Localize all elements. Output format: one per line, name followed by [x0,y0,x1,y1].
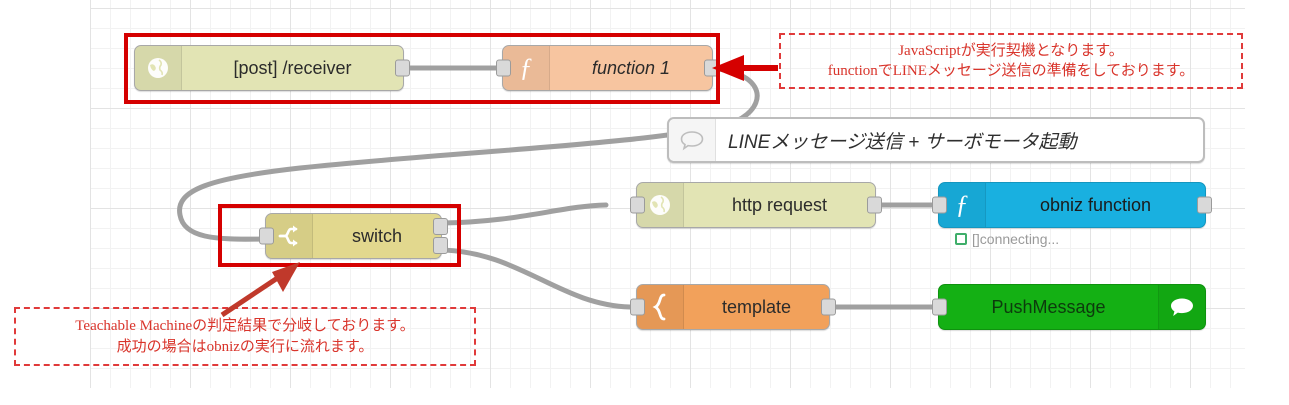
input-port[interactable] [496,59,511,77]
annotation-top-right: JavaScriptが実行契機となります。 functionでLINEメッセージ… [779,33,1243,89]
input-port[interactable] [932,298,947,316]
arrow-to-switch [220,262,300,318]
curly-brace-icon [637,285,684,329]
input-port[interactable] [630,196,645,214]
annotation-line-1: JavaScriptが実行契機となります。 [898,42,1124,59]
node-http-request[interactable]: http request [630,182,882,228]
annotation-line-1: Teachable Machineの判定結果で分岐しております。 [75,318,415,335]
highlight-box-switch [218,204,461,267]
node-label: function 1 [591,57,671,78]
obniz-status: []connecting... [955,231,1059,247]
output-port-1[interactable] [433,218,448,235]
annotation-line-2: functionでLINEメッセージ送信の準備をしております。 [827,63,1195,79]
status-text: []connecting... [972,231,1060,247]
wire-switch-template [439,247,633,310]
node-label: template [721,296,792,317]
output-port[interactable] [395,59,410,77]
node-function-1[interactable]: ƒ function 1 [496,45,719,91]
node-template[interactable]: template [630,284,836,330]
input-port[interactable] [630,298,645,316]
output-port[interactable] [821,298,836,316]
node-push-message[interactable]: PushMessage [932,284,1206,330]
output-port-2[interactable] [433,237,448,254]
output-port[interactable] [1197,196,1212,214]
arrow-to-function [712,55,778,81]
node-label: switch [351,225,402,246]
input-port[interactable] [259,227,274,245]
node-switch[interactable]: switch [259,213,448,259]
node-label: LINEメッセージ送信 + サーボモータ起動 [728,131,1077,153]
node-comment[interactable]: LINEメッセージ送信 + サーボモータ起動 [667,117,1205,163]
node-label: http request [731,194,828,215]
globe-icon [135,46,182,90]
wire-switch-httprequest [439,202,609,226]
node-label: obniz function [1039,194,1152,215]
output-port[interactable] [867,196,882,214]
annotation-line-2: 成功の場合はobnizの実行に流れます。 [116,338,374,355]
input-port[interactable] [932,196,947,214]
green-square-ring-icon [955,233,967,245]
node-http-in[interactable]: [post] /receiver [134,45,410,91]
node-label: PushMessage [991,296,1106,317]
comment-bubble-icon [669,119,716,161]
wire-function1-switch [177,65,760,242]
node-label: [post] /receiver [233,57,352,78]
comment-bubble-icon [1158,285,1205,329]
node-obniz-function[interactable]: ƒ obniz function [932,182,1212,228]
annotation-bottom-left: Teachable Machineの判定結果で分岐しております。 成功の場合はo… [14,307,476,366]
